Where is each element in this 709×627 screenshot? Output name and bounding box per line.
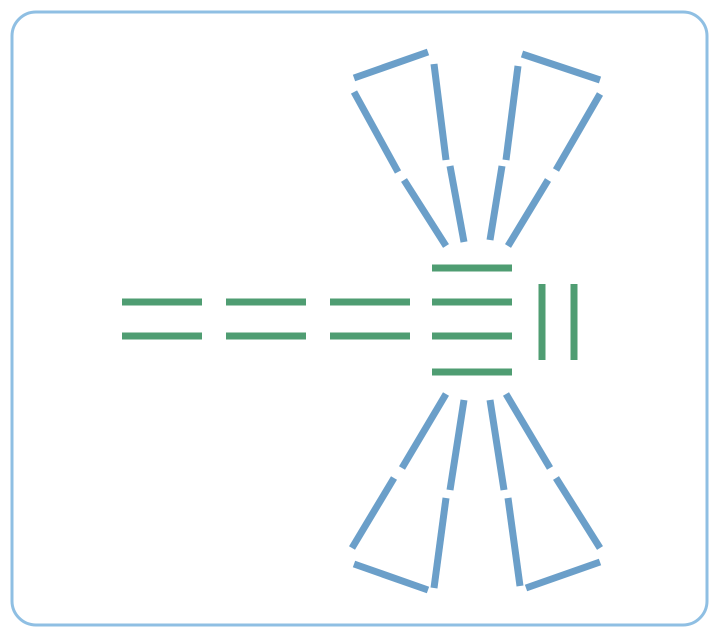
dragonfly-figure xyxy=(0,0,709,627)
figure-canvas xyxy=(0,0,709,627)
